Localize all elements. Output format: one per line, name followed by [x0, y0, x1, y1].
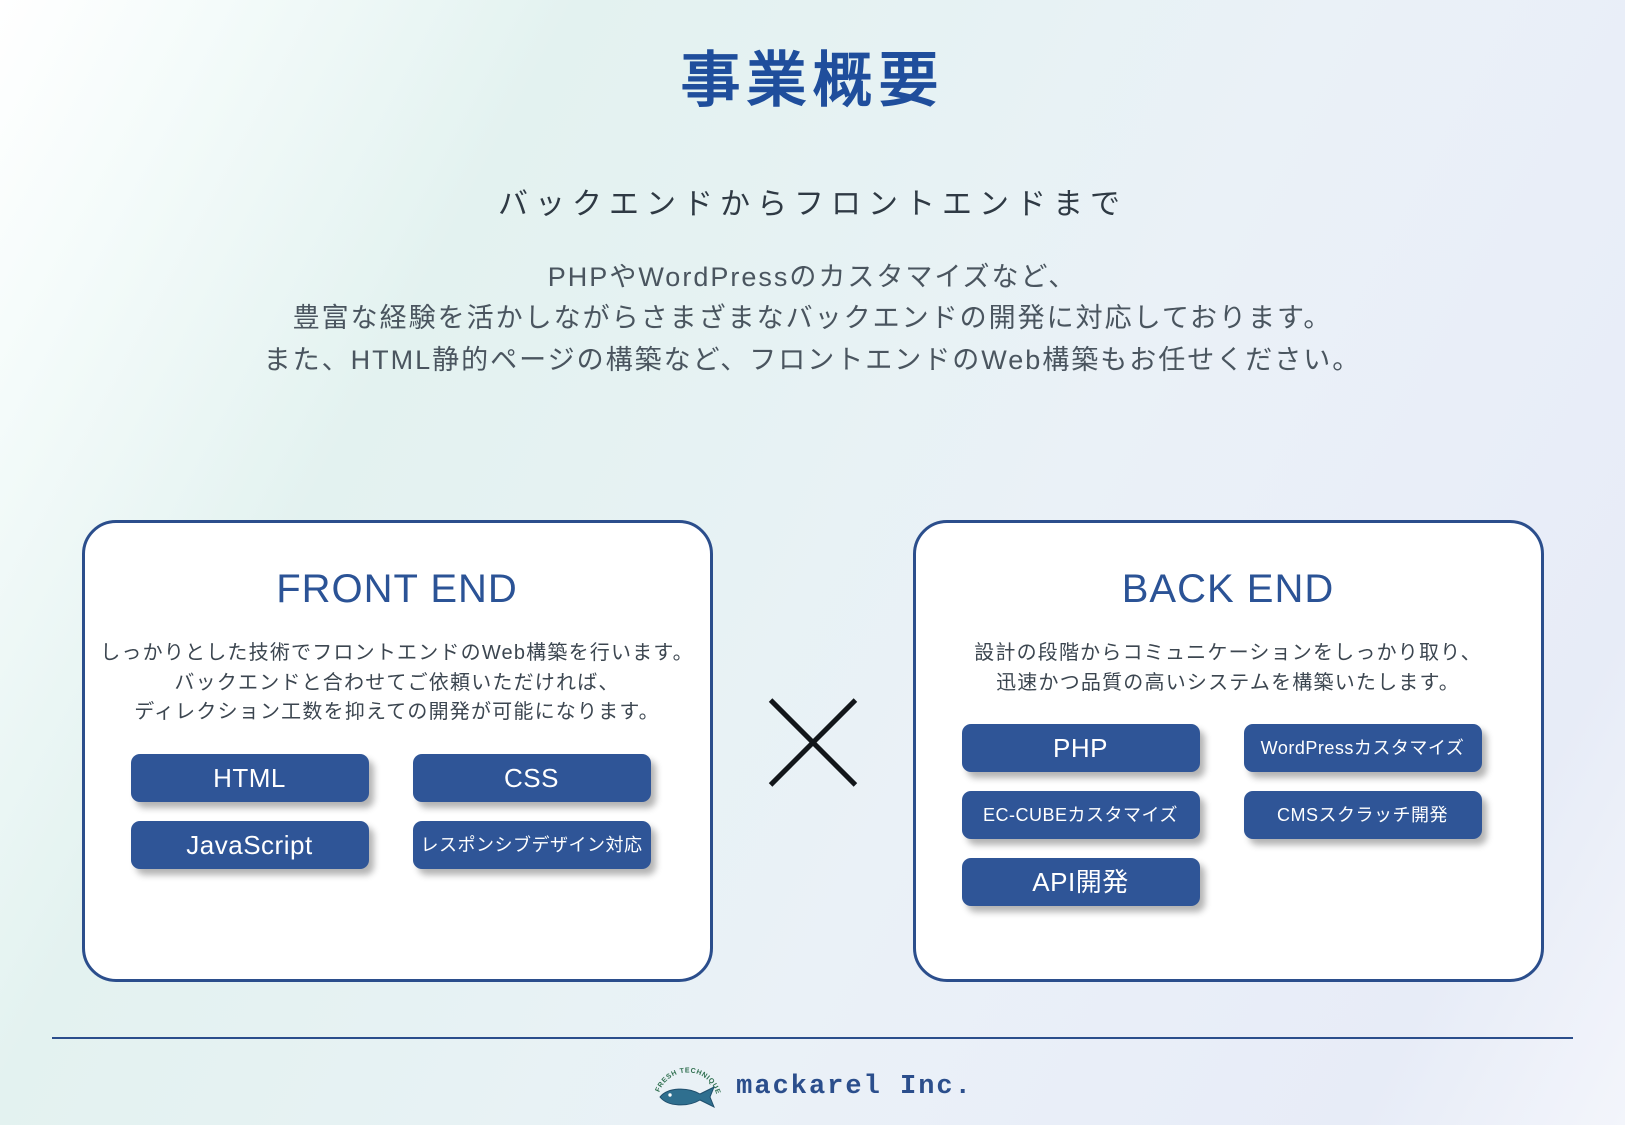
- tag-javascript[interactable]: JavaScript: [130, 820, 369, 869]
- tag-wordpress-custom[interactable]: WordPressカスタマイズ: [1243, 724, 1482, 773]
- lead-text: バックエンドからフロントエンドまで: [498, 188, 1127, 221]
- tag-list-front-end: HTML CSS JavaScript レスポンシブデザイン対応: [85, 753, 710, 869]
- card-front-end: FRONT END しっかりとした技術でフロントエンドのWeb構築を行います。 …: [81, 520, 713, 982]
- cards-row: FRONT END しっかりとした技術でフロントエンドのWeb構築を行います。 …: [0, 520, 1625, 982]
- logo-mark: FRESH TECHNIQUE: [652, 1063, 722, 1111]
- card-title-front-end: FRONT END: [276, 567, 518, 611]
- card-desc-line: バックエンドと合わせてご依頼いただければ、: [174, 671, 620, 694]
- tag-php[interactable]: PHP: [961, 724, 1200, 773]
- tag-html[interactable]: HTML: [130, 753, 369, 802]
- brand-name: mackarel Inc.: [736, 1072, 973, 1102]
- card-desc-back-end: 設計の段階からコミュニケーションをしっかり取り、 迅速かつ品質の高いシステムを構…: [916, 639, 1541, 698]
- tag-responsive[interactable]: レスポンシブデザイン対応: [412, 820, 651, 869]
- intro-line-2: 豊富な経験を活かしながらさまざまなバックエンドの開発に対応しております。: [292, 303, 1333, 334]
- x-cross-icon: [753, 680, 873, 800]
- tag-list-back-end: PHP WordPressカスタマイズ EC-CUBEカスタマイズ CMSスクラ…: [916, 724, 1541, 907]
- intro-line-3: また、HTML静的ページの構築など、フロントエンドのWeb構築もお任せください。: [263, 344, 1362, 375]
- footer: FRESH TECHNIQUE mackarel Inc.: [0, 1063, 1625, 1111]
- fish-icon: [659, 1085, 716, 1109]
- page-title: 事業概要: [680, 47, 945, 114]
- card-desc-line: 設計の段階からコミュニケーションをしっかり取り、: [974, 642, 1482, 664]
- tag-eccube-custom[interactable]: EC-CUBEカスタマイズ: [961, 791, 1200, 840]
- card-desc-line: しっかりとした技術でフロントエンドのWeb構築を行います。: [100, 642, 694, 664]
- tag-cms-scratch[interactable]: CMSスクラッチ開発: [1243, 791, 1482, 840]
- card-desc-line: ディレクション工数を抑えての開発が可能になります。: [134, 701, 660, 724]
- card-title-back-end: BACK END: [1121, 567, 1335, 611]
- card-desc-front-end: しっかりとした技術でフロントエンドのWeb構築を行います。 バックエンドと合わせ…: [85, 639, 710, 728]
- card-desc-line: 迅速かつ品質の高いシステムを構築いたします。: [996, 671, 1460, 694]
- cards-separator: [713, 520, 913, 982]
- intro-line-1: PHPやWordPressのカスタマイズなど、: [547, 262, 1078, 292]
- intro-paragraph: PHPやWordPressのカスタマイズなど、 豊富な経験を活かしながらさまざま…: [0, 257, 1625, 381]
- tag-api-development[interactable]: API開発: [961, 858, 1200, 907]
- footer-divider: [52, 1037, 1573, 1039]
- card-back-end: BACK END 設計の段階からコミュニケーションをしっかり取り、 迅速かつ品質…: [912, 520, 1544, 982]
- tag-css[interactable]: CSS: [412, 753, 651, 802]
